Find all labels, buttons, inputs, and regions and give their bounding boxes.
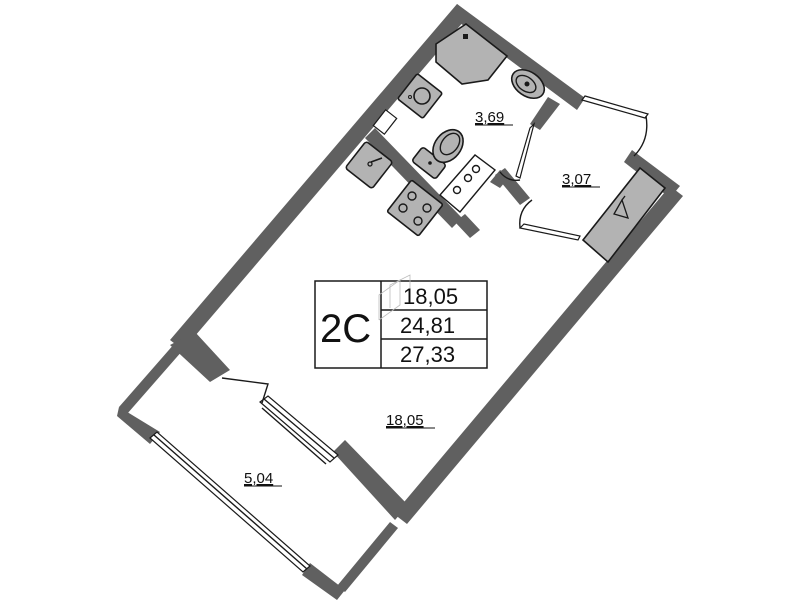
ghost-outline: [378, 274, 411, 321]
windows: [149, 95, 650, 573]
stove-icon: [386, 179, 444, 237]
wall-right-upper-stub: [624, 150, 680, 198]
wall-hall-corner: [455, 214, 480, 238]
washing-machine-icon: [397, 73, 443, 119]
balcony-wall-left: [119, 343, 183, 414]
walls: [117, 4, 683, 600]
hall-window-top: [580, 95, 650, 119]
shower-tray-icon: [435, 23, 509, 85]
washbasin-icon: [510, 68, 546, 100]
room-area-hallway: 3,07: [562, 171, 591, 188]
countertop-icon: [439, 154, 497, 213]
total-area-value: 24,81: [400, 313, 455, 338]
wall-hall-lower: [495, 168, 530, 205]
wall-balcony-pier-left: [170, 332, 230, 382]
balcony-wall-right: [337, 522, 398, 592]
service-shaft: [372, 108, 398, 136]
room-area-bathroom: 3,69: [475, 109, 504, 126]
unit-type-label: 2С: [320, 307, 371, 351]
living-area-value: 18,05: [403, 284, 458, 309]
fixtures: [345, 23, 667, 264]
kitchen-sink-icon: [345, 141, 393, 189]
wall-bath-top: [452, 4, 585, 110]
room-area-living: 18,05: [386, 412, 424, 429]
hall-door-arc: [633, 115, 648, 157]
room-labels: 3,69 3,07 18,05 5,04: [244, 109, 600, 487]
toilet-icon: [412, 128, 464, 179]
wall-balcony-pier-right: [333, 440, 408, 520]
balcony-door-leaf: [221, 377, 269, 404]
wall-right: [394, 186, 683, 524]
balcony-corner-bottom: [302, 563, 345, 600]
bath-partition-glazing: [515, 122, 536, 179]
wardrobe-hanger-icon: [613, 195, 630, 219]
entrance-glazing: [518, 223, 581, 241]
bath-door-arc: [499, 171, 521, 182]
entrance-door-arc: [519, 199, 533, 229]
room-area-balcony: 5,04: [244, 470, 273, 487]
wardrobe-icon: [581, 166, 667, 264]
total-area-with-balcony-value: 27,33: [400, 342, 455, 367]
balcony-corner-left: [117, 407, 160, 444]
wall-left: [170, 4, 470, 350]
summary-table: 2С 18,05 24,81 27,33: [314, 274, 488, 369]
wall-bath-right-upper: [530, 97, 560, 130]
